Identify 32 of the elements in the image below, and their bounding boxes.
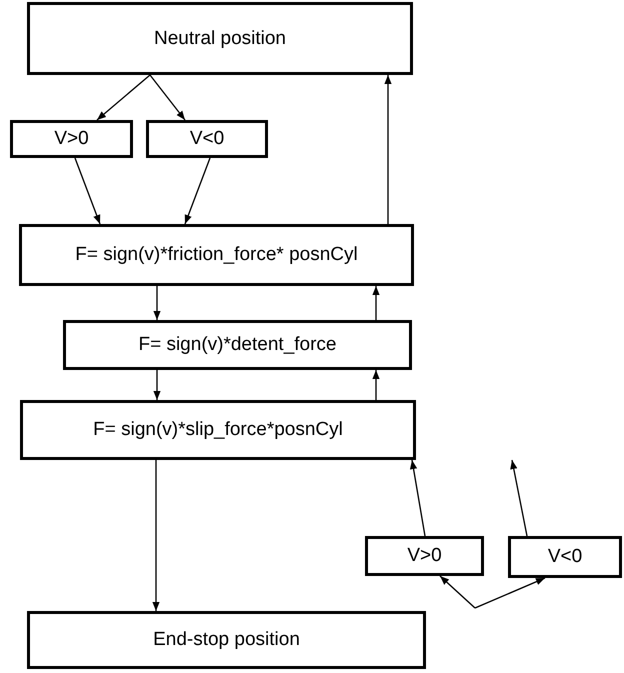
arrow	[440, 576, 476, 608]
box-label: V>0	[54, 128, 89, 150]
process-box	[63, 320, 412, 370]
process-box	[10, 120, 133, 158]
arrow	[410, 460, 426, 536]
process-box	[27, 2, 413, 75]
box-label: V<0	[548, 546, 582, 568]
arrow	[74, 158, 101, 224]
process-box	[146, 120, 268, 158]
process-box	[19, 224, 414, 286]
process-box	[365, 536, 484, 576]
arrow	[510, 460, 528, 536]
box-label: End-stop position	[153, 629, 300, 651]
arrow	[152, 460, 160, 611]
arrow	[384, 75, 392, 224]
process-box	[27, 611, 426, 669]
process-box	[20, 400, 416, 460]
box-label: F= sign(v)*friction_force* posnCyl	[75, 244, 358, 266]
arrow	[184, 158, 211, 224]
arrow	[153, 286, 161, 320]
arrow	[96, 74, 150, 120]
box-label: V<0	[190, 128, 224, 150]
process-box	[508, 536, 622, 578]
arrow	[372, 370, 380, 400]
box-label: F= sign(v)*detent_force	[138, 334, 336, 356]
box-label: Neutral position	[154, 28, 286, 50]
arrow	[474, 577, 546, 609]
arrow	[372, 286, 380, 320]
arrow	[149, 74, 186, 120]
arrow	[153, 370, 161, 400]
box-label: F= sign(v)*slip_force*posnCyl	[93, 419, 343, 441]
box-label: V>0	[407, 545, 442, 567]
